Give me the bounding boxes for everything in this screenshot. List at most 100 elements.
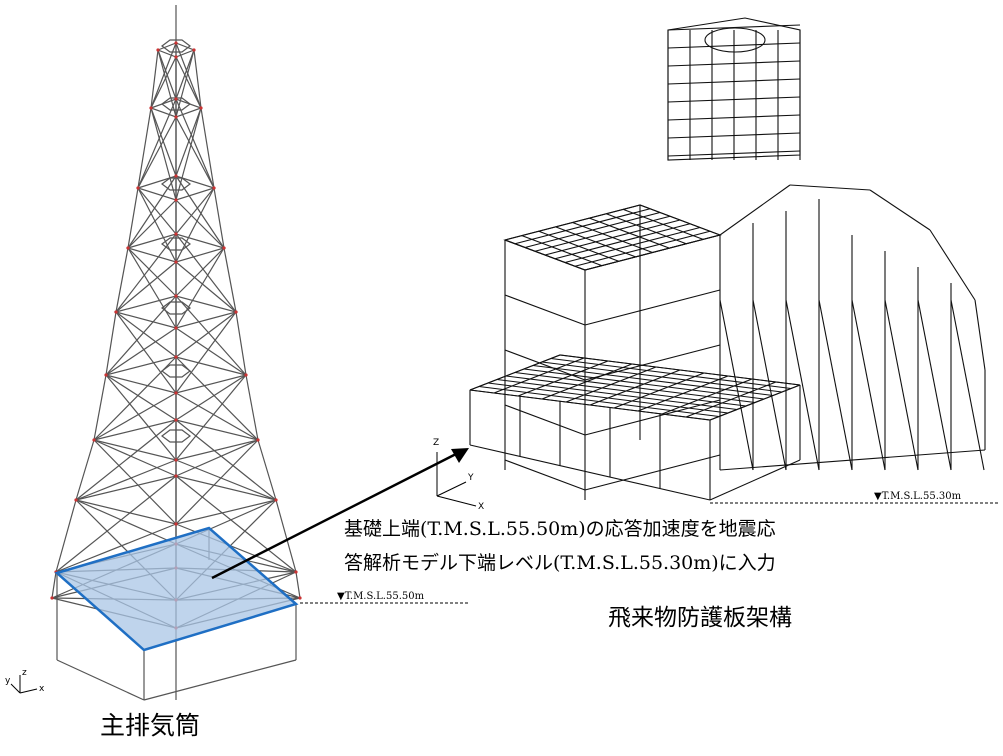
tower-node [174,474,178,478]
tower-octagon [161,177,191,191]
tower-leg [51,571,57,599]
tower-leg [93,374,107,441]
frame-roof-mesh [572,221,653,254]
tower-leg [245,374,259,441]
frame-arch-brace [950,299,985,471]
frame-tower-opening [704,27,766,53]
stack-title: 主排気筒 [100,711,201,740]
tower-node [212,186,216,190]
tower-node [74,498,78,502]
tower-node [234,310,238,314]
tower-brace [175,374,247,421]
tower-brace [115,261,177,313]
tower-brace [175,311,237,394]
tower-node [174,232,178,236]
tower-brace [175,419,277,501]
tower-brace [127,247,177,297]
frame-roof-mesh [564,226,701,264]
tower-leg [105,311,117,376]
frame-base-beam [469,444,711,501]
tower-brace [75,459,177,501]
tower-brace [175,475,297,573]
tower-node [244,373,248,377]
frame-z-axis-label: Z [433,438,440,448]
main-exhaust-stack-model [51,5,301,701]
tower-node [222,246,226,250]
tower-brace [175,199,225,249]
tower-node [50,596,54,600]
frame-platform-mesh [637,375,729,412]
tower-brace [137,116,177,189]
tower-brace [93,439,177,477]
frame-beam [504,459,586,491]
tower-brace [105,327,177,376]
tower-node [298,596,302,600]
tower-node [294,570,298,574]
tower-brace [93,392,177,441]
stack-axis-triad [10,675,38,694]
frame-platform-mesh [550,357,792,390]
tower-brace [105,374,177,421]
frame-base-beam [719,449,986,471]
frame-axis-triad [436,452,477,507]
tower-leg [115,247,129,313]
tower-node [174,97,178,101]
frame-beam [584,454,721,491]
frame-y-axis-label: Y [468,473,474,483]
input-arrow-head [451,448,469,463]
tower-brace [175,261,237,313]
input-note-line-1: 基礎上端(T.M.S.L.55.50m)の応答加速度を地震応 [344,518,776,540]
tower-node [114,310,118,314]
frame-beam [504,404,586,436]
frame-arch [719,184,791,236]
tower-node [174,458,178,462]
frame-arch [869,189,931,231]
frame-platform-mesh [709,384,801,421]
tower-node [174,294,178,298]
tower-leg [213,187,225,249]
tower-brace [137,98,177,189]
frame-arch-brace [917,299,952,471]
tower-octagon [161,429,191,443]
frame-arch-brace [818,299,853,471]
stack-x-axis-label: x [39,684,45,694]
tower-node [174,41,178,45]
tower-brace [115,311,177,394]
tower-octagon [161,301,191,315]
tower-leg [257,439,277,501]
tower-node [174,198,178,202]
frame-platform-mesh [613,372,705,409]
tower-leg [235,311,247,376]
tower-node [274,498,278,502]
frame-arch-brace [785,299,820,471]
frame-platform-mesh [532,364,774,397]
tower-brace [75,419,177,501]
frame-roof-mesh [606,213,687,245]
tower-brace [175,439,259,477]
frame-roof-mesh [554,223,691,260]
missile-protection-frame-model [469,17,986,501]
tower-node [149,106,153,110]
tower-brace [175,233,237,313]
frame-x-axis-label: X [478,502,485,512]
tower-node [174,522,178,526]
frame-platform-mesh [661,378,753,415]
tower-leg [223,247,237,313]
frame-platform-mesh [523,368,765,400]
tower-brace [175,107,202,201]
frame-roof-mesh [584,234,721,271]
tower-node [156,48,160,52]
tower-brace [150,42,177,109]
tower-octagon [161,237,191,251]
tower-leg [150,49,159,109]
tower-brace [137,187,177,235]
tower-node [104,373,108,377]
frame-platform-mesh [685,381,777,418]
frame-beam [584,399,721,436]
tower-node [174,55,178,59]
frame-arch-brace [884,299,919,471]
tower-brace [93,439,177,525]
input-note-line-2: 答解析モデル下端レベル(T.M.S.L.55.30m)に入力 [344,552,776,574]
foundation-top-plane [54,526,299,652]
